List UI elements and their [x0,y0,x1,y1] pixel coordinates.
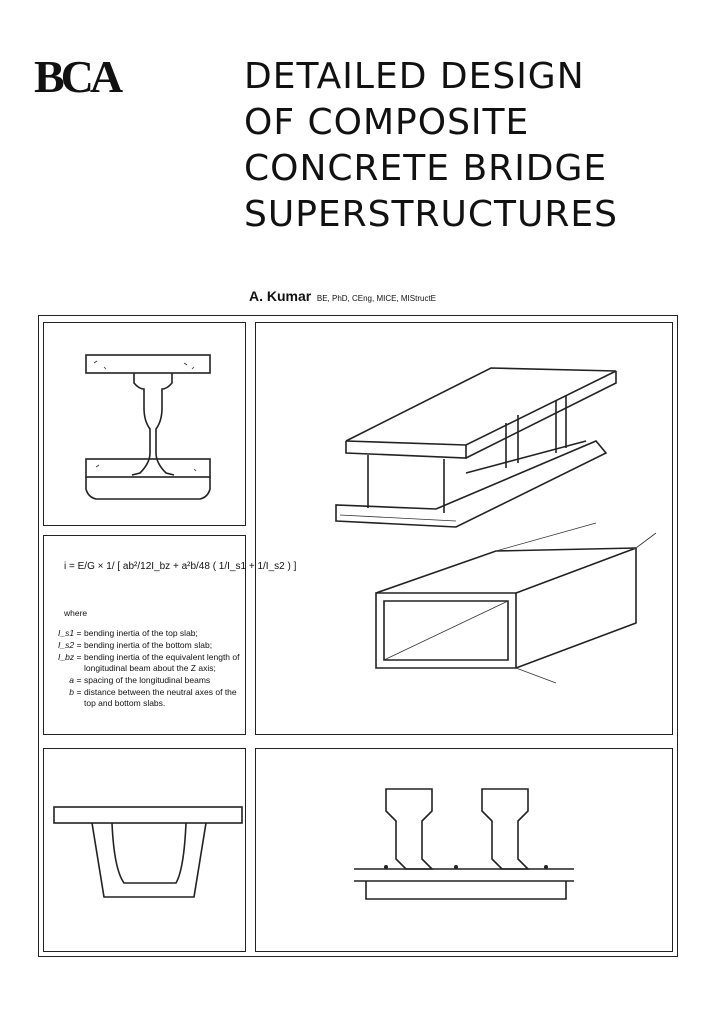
definition-text: bending inertia of the bottom slab; [84,640,213,650]
definition-row: I_s2= bending inertia of the bottom slab… [58,640,248,651]
panel-i-beam-section [43,322,246,526]
panel-u-beam-section [43,748,246,952]
title-line-2: OF COMPOSITE [244,102,530,143]
definition-symbol: I_bz [58,652,75,662]
author-line: A. Kumar BE, PhD, CEng, MICE, MIStructE [249,288,436,304]
definition-text: bending inertia of the top slab; [84,628,198,638]
publisher-logo: BCA [34,51,123,102]
book-title: DETAILED DESIGN OF COMPOSITE CONCRETE BR… [244,54,714,238]
definition-text: bending inertia of the equivalent length… [84,652,240,673]
definition-row: a= spacing of the longitudinal beams [58,675,248,686]
formula-where: where [64,608,88,618]
twin-beam-drawing [354,788,574,900]
definition-text: distance between the neutral axes of the… [84,687,237,708]
title-line-3: CONCRETE BRIDGE [244,148,608,189]
title-line-4: SUPERSTRUCTURES [244,194,618,235]
author-qualifications: BE, PhD, CEng, MICE, MIStructE [316,294,437,303]
definition-symbol: b [69,687,74,697]
definition-row: b= distance between the neutral axes of … [58,687,248,709]
panel-box-girder-perspective [255,322,673,735]
definition-row: I_s1= bending inertia of the top slab; [58,628,248,639]
author-name: A. Kumar [249,288,312,304]
definition-symbol: I_s1 [58,628,75,638]
panel-twin-beam-section [255,748,673,952]
i-beam-section-drawing [85,354,211,500]
definition-symbol: I_s2 [58,640,75,650]
panel-formula: i = E/G × 1/ [ ab²/12I_bz + a²b/48 ( 1/I… [43,535,296,735]
definition-text: spacing of the longitudinal beams [84,675,211,685]
definition-row: I_bz= bending inertia of the equivalent … [58,652,248,674]
title-line-1: DETAILED DESIGN [244,56,585,97]
box-girder-drawing [335,367,657,684]
illustration-frame: i = E/G × 1/ [ ab²/12I_bz + a²b/48 ( 1/I… [38,315,678,957]
definition-symbol: a [69,675,74,685]
formula-definitions: I_s1= bending inertia of the top slab; I… [58,628,248,710]
u-beam-section-drawing [53,806,243,898]
torsion-formula: i = E/G × 1/ [ ab²/12I_bz + a²b/48 ( 1/I… [64,561,297,572]
